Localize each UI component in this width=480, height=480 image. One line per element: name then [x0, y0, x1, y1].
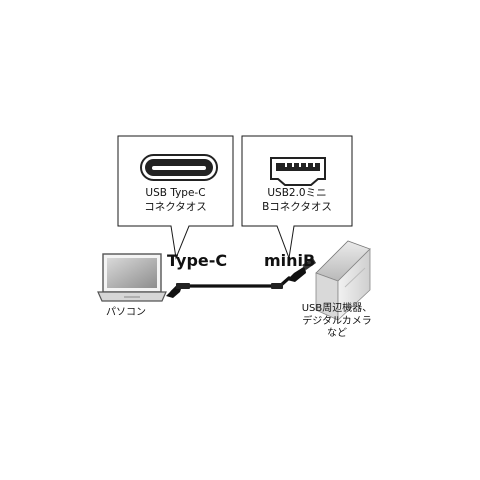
callout-minib-line2: Bコネクタオス: [262, 201, 332, 213]
minib-plug-label: miniB: [264, 251, 316, 270]
usb-type-c-port-icon: [140, 154, 218, 181]
laptop-icon: [97, 253, 167, 302]
callout-minib-line1: USB2.0ミニ: [267, 187, 327, 199]
callout-typec-text: USB Type-C コネクタオス: [118, 186, 233, 214]
usb-device-label-line3: など: [327, 328, 347, 339]
usb-device-label-line1: USB周辺機器、: [301, 303, 373, 314]
usb-device-label: USB周辺機器、 デジタルカメラ など: [292, 303, 382, 341]
callout-minib-text: USB2.0ミニ Bコネクタオス: [242, 186, 352, 214]
typec-plug-label: Type-C: [167, 251, 228, 270]
usb-mini-b-port-icon: [270, 157, 326, 186]
pc-label: パソコン: [106, 307, 146, 318]
external-drive-icon: [315, 240, 371, 321]
usb-device-label-line2: デジタルカメラ: [302, 315, 372, 327]
callout-typec-line1: USB Type-C: [145, 187, 206, 199]
usb-cable: [166, 258, 316, 298]
callout-typec-line2: コネクタオス: [144, 201, 207, 213]
